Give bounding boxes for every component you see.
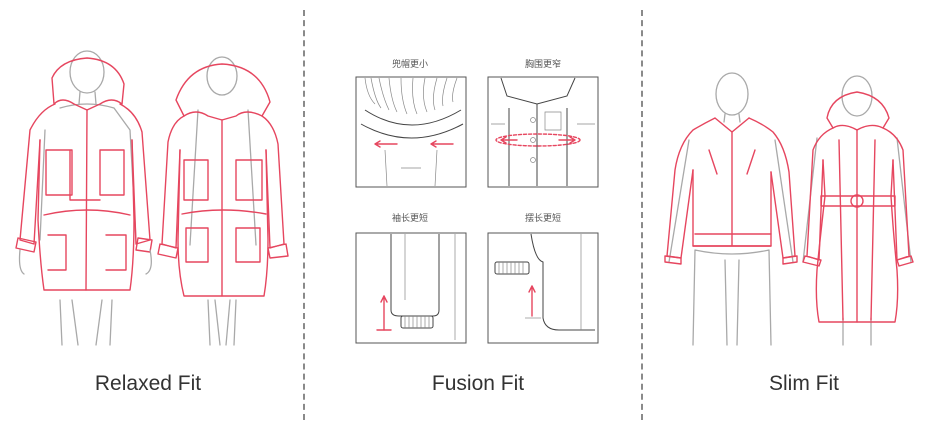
detail-shorter-hem bbox=[487, 232, 599, 344]
detail-caption-sleeve: 袖长更短 bbox=[391, 214, 429, 224]
detail-narrower-chest bbox=[487, 76, 599, 188]
slim-figure-male bbox=[664, 72, 798, 346]
fusion-fit-panel: 兜帽更小 胸围更窄 袖长更短 摆长更短 bbox=[305, 0, 642, 428]
relaxed-fit-panel: Relaxed Fit bbox=[0, 0, 304, 428]
slim-fit-panel: Slim Fit bbox=[643, 0, 928, 428]
slim-fit-label: Slim Fit bbox=[769, 372, 839, 395]
relaxed-figure-female bbox=[157, 56, 289, 346]
detail-caption-hood: 兜帽更小 bbox=[391, 60, 429, 70]
slim-figure-female bbox=[802, 75, 914, 346]
relaxed-fit-illustration bbox=[15, 50, 289, 346]
detail-caption-hem: 摆长更短 bbox=[524, 214, 562, 224]
fusion-fit-details bbox=[355, 76, 599, 344]
detail-shorter-sleeve bbox=[355, 232, 467, 344]
panel-divider-right bbox=[641, 10, 643, 420]
detail-smaller-hood bbox=[355, 76, 467, 188]
relaxed-figure-male bbox=[15, 50, 153, 346]
slim-fit-illustration bbox=[664, 72, 914, 346]
panel-divider-left bbox=[303, 10, 305, 420]
detail-caption-chest: 胸围更窄 bbox=[524, 60, 562, 70]
fusion-fit-label: Fusion Fit bbox=[431, 372, 525, 395]
relaxed-fit-label: Relaxed Fit bbox=[94, 372, 202, 395]
